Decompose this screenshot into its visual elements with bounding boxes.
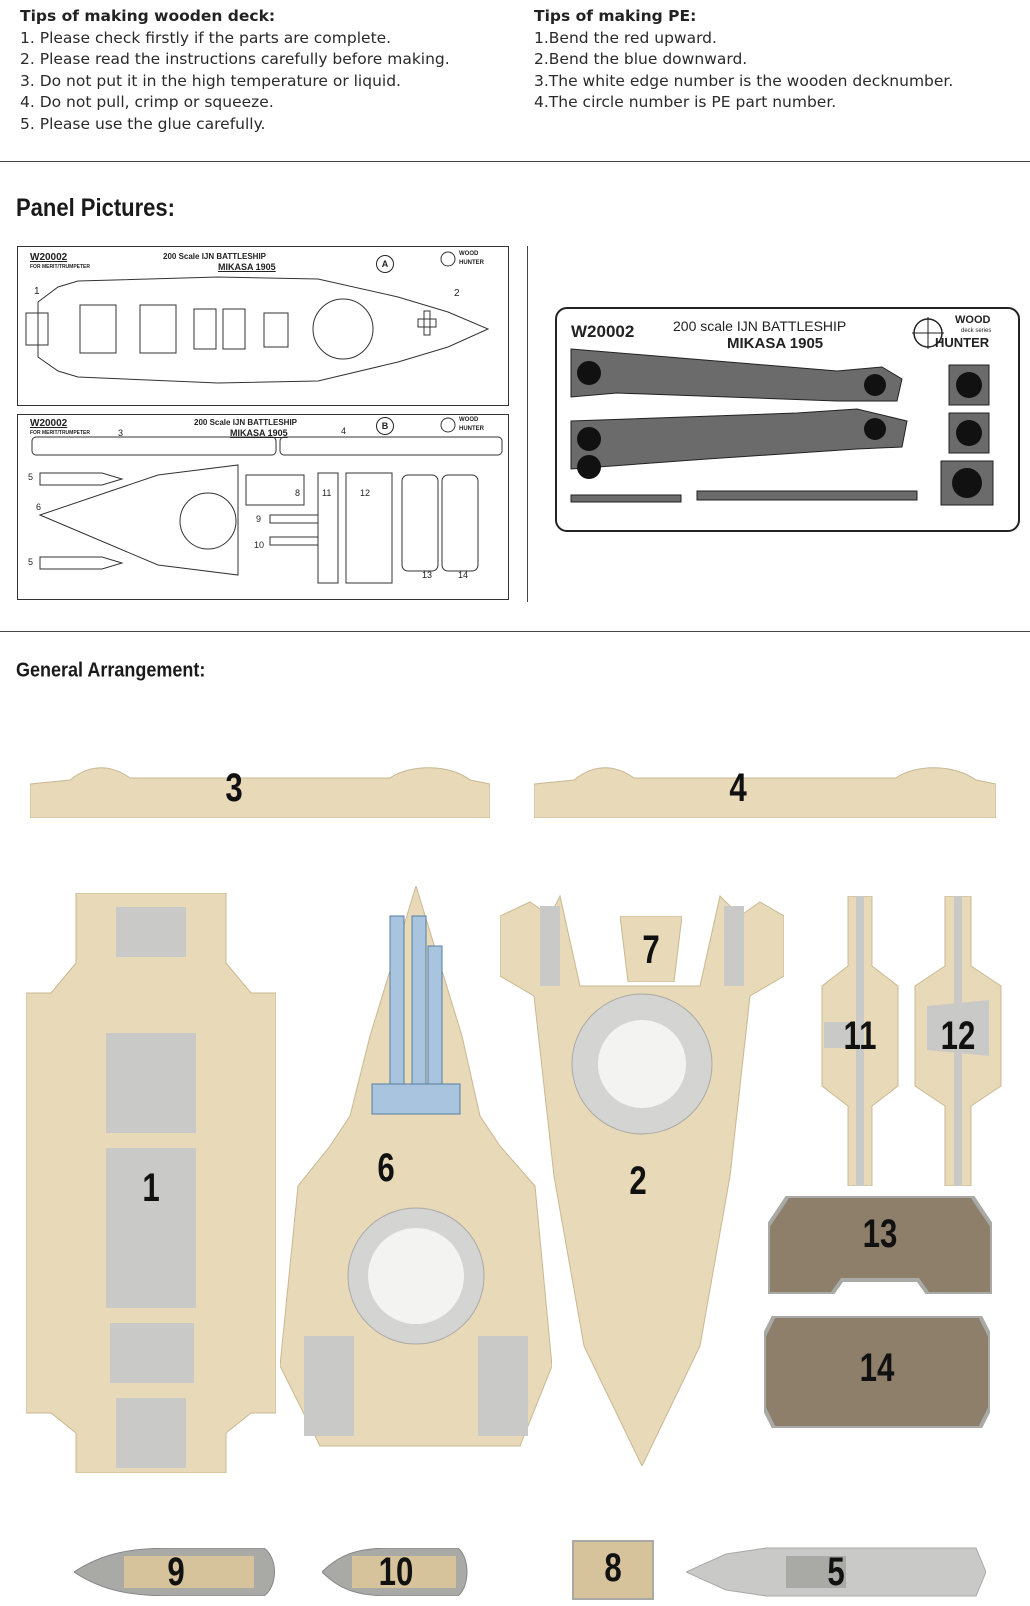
panel-b-num: 3 xyxy=(118,428,124,438)
column-divider xyxy=(527,246,528,602)
pe-brand-bottom: HUNTER xyxy=(935,335,990,350)
wood-tips-title: Tips of making wooden deck: xyxy=(20,7,276,25)
panel-b-num: 9 xyxy=(256,514,262,524)
part-number-label: 11 xyxy=(843,1014,877,1058)
pe-tip-item: 2.Bend the blue downward. xyxy=(534,50,748,69)
panel-b-num: 11 xyxy=(322,488,332,498)
pe-title: 200 scale IJN BATTLESHIP xyxy=(673,318,847,334)
pe-fret-sheet: W20002 200 scale IJN BATTLESHIP MIKASA 1… xyxy=(555,307,1020,532)
deck-part-12: 12 xyxy=(913,896,1003,1186)
pe-fret-art xyxy=(570,317,994,506)
pe-brand-top: WOOD xyxy=(955,314,991,326)
pe-tips: Tips of making PE: 1.Bend the red upward… xyxy=(534,6,1024,114)
deck-part-13: 13 xyxy=(768,1196,992,1294)
part-number-label: 2 xyxy=(629,1159,647,1203)
panel-b-brand-bottom: HUNTER xyxy=(459,426,484,432)
part-number-label: 14 xyxy=(859,1346,895,1390)
pe-tip-item: 4.The circle number is PE part number. xyxy=(534,93,837,112)
wood-tip-item: 1. Please check firstly if the parts are… xyxy=(20,28,392,47)
panel-b-letter: B xyxy=(376,417,394,435)
panel-b-outline xyxy=(31,417,503,584)
part-number-label: 8 xyxy=(604,1546,622,1590)
panel-a-letter: A xyxy=(376,255,394,273)
part-number-label: 10 xyxy=(378,1550,414,1594)
deck-part-8: 8 xyxy=(572,1540,654,1600)
panel-a-ship-name: MIKASA 1905 xyxy=(218,262,276,272)
deck-part-11: 11 xyxy=(820,896,900,1186)
panel-a-sheet: W20002 FOR MERIT/TRUMPETER 200 Scale IJN… xyxy=(17,246,509,406)
deck-part-14: 14 xyxy=(764,1316,990,1428)
general-arrangement-heading: General Arrangement: xyxy=(16,658,206,681)
part-number-label: 3 xyxy=(225,766,243,810)
wood-deck-tips: Tips of making wooden deck: 1. Please ch… xyxy=(20,6,520,136)
panel-a-brand-bottom: HUNTER xyxy=(459,260,484,266)
pe-tip-item: 3.The white edge number is the wooden de… xyxy=(534,71,954,90)
divider xyxy=(0,631,1030,632)
deck-part-4: 4 xyxy=(534,758,996,818)
pe-code: W20002 xyxy=(571,322,635,341)
panel-b-title: 200 Scale IJN BATTLESHIP xyxy=(194,418,297,427)
panel-b-subtitle: FOR MERIT/TRUMPETER xyxy=(30,430,90,436)
panel-b-code: W20002 xyxy=(30,418,68,429)
deck-part-10: 10 xyxy=(322,1548,470,1596)
panel-a-num: 1 xyxy=(34,286,40,297)
deck-part-7: 7 xyxy=(620,916,682,982)
wood-tip-item: 3. Do not put it in the high temperature… xyxy=(20,71,401,90)
part-number-label: 7 xyxy=(642,928,660,972)
part-number-label: 4 xyxy=(729,766,747,810)
panel-b-num: 12 xyxy=(360,488,371,498)
panel-a-code: W20002 xyxy=(30,252,68,263)
divider xyxy=(0,161,1030,162)
deck-part-5: 5 xyxy=(686,1546,986,1598)
panel-a-title: 200 Scale IJN BATTLESHIP xyxy=(163,252,266,261)
panel-b-num: 13 xyxy=(422,570,433,580)
part-number-label: 13 xyxy=(862,1212,898,1256)
part-number-label: 12 xyxy=(940,1014,976,1058)
pe-ship-name: MIKASA 1905 xyxy=(727,335,824,352)
panel-b-num: 8 xyxy=(295,488,301,498)
part-number-label: 6 xyxy=(377,1146,395,1190)
pe-tips-title: Tips of making PE: xyxy=(534,7,697,25)
panel-b-num: 6 xyxy=(36,502,42,512)
panel-a-subtitle: FOR MERIT/TRUMPETER xyxy=(30,264,90,270)
panel-b-sheet: W20002 FOR MERIT/TRUMPETER 200 Scale IJN… xyxy=(17,414,509,600)
pe-tip-item: 1.Bend the red upward. xyxy=(534,28,717,47)
deck-part-2: 2 xyxy=(500,886,784,1466)
deck-part-3: 3 xyxy=(30,758,490,818)
panel-a-outline xyxy=(25,251,490,384)
panel-b-num: 5 xyxy=(28,557,34,567)
deck-part-9: 9 xyxy=(74,1548,278,1596)
panel-b-brand-top: WOOD xyxy=(459,417,479,423)
deck-part-6: 6 xyxy=(280,886,552,1456)
panel-b-ship-name: MIKASA 1905 xyxy=(230,428,288,438)
panel-b-num: 4 xyxy=(341,426,347,436)
panel-b-num: 10 xyxy=(254,540,265,550)
wood-tip-item: 2. Please read the instructions carefull… xyxy=(20,50,450,69)
part-number-label: 9 xyxy=(167,1550,185,1594)
panel-b-num: 14 xyxy=(458,570,469,580)
panel-a-num: 2 xyxy=(454,288,460,299)
deck-part-1: 1 xyxy=(26,893,276,1473)
part-number-label: 1 xyxy=(142,1166,160,1210)
part-number-label: 5 xyxy=(827,1550,845,1594)
wood-tip-item: 4. Do not pull, crimp or squeeze. xyxy=(20,93,274,112)
panel-a-brand-top: WOOD xyxy=(459,251,479,257)
pe-brand-mid: deck series xyxy=(961,328,992,334)
wood-tip-item: 5. Please use the glue carefully. xyxy=(20,114,266,133)
panel-b-num: 5 xyxy=(28,472,34,482)
panel-pictures-heading: Panel Pictures: xyxy=(16,193,175,222)
